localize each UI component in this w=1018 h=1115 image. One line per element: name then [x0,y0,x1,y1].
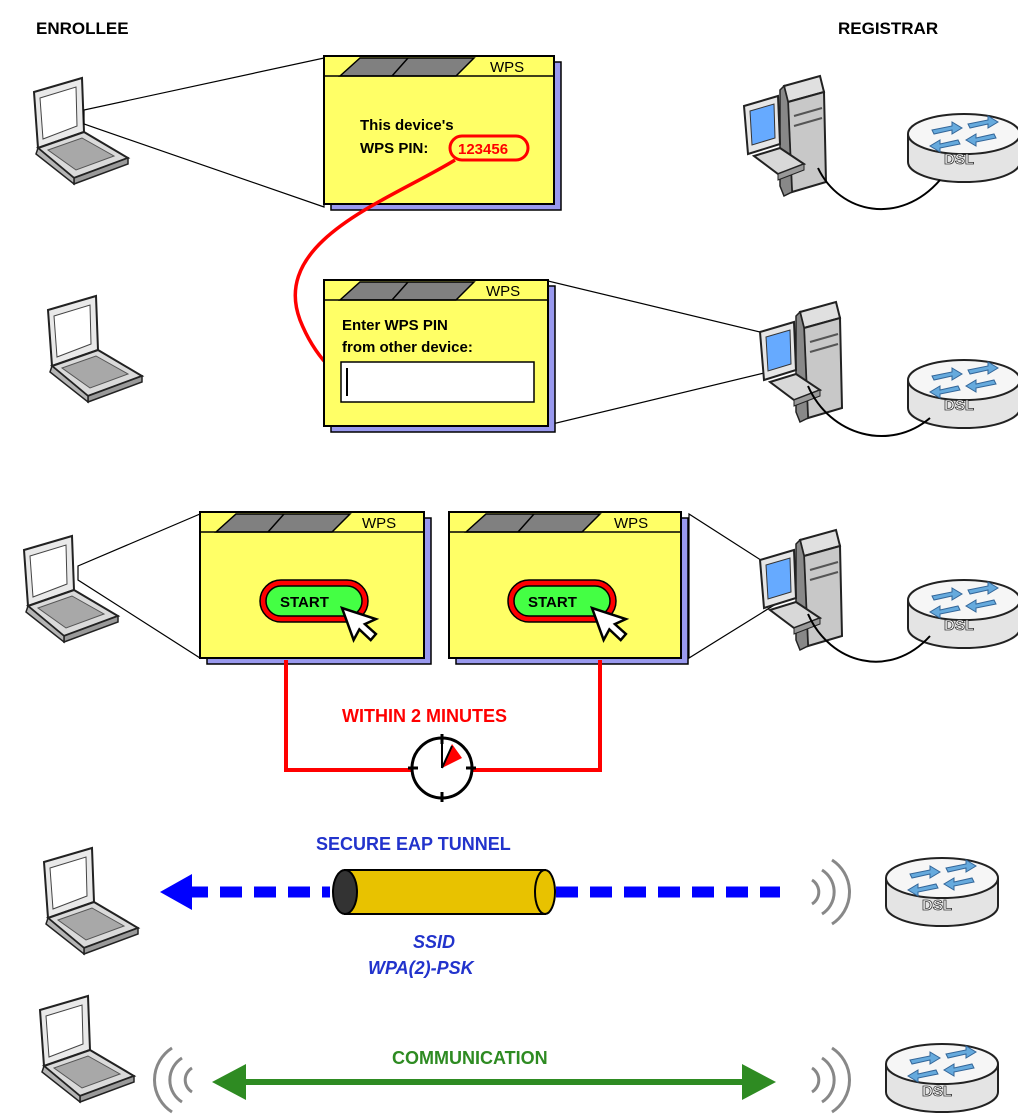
wifi-waves-icon [152,1046,194,1114]
enrollee-laptop-icon [23,535,119,643]
wifi-waves-icon [810,1046,852,1114]
registrar-router-icon [907,113,1018,183]
enrollee-laptop-icon [39,995,135,1103]
pin-highlight [448,134,530,162]
enrollee-window-title: WPS [362,515,396,532]
registrar-computer-icon [759,529,843,651]
registrar-router-icon [885,857,999,927]
enter-pin-line1: Enter WPS PIN [342,317,448,334]
pin-window-line2: WPS PIN: [360,140,428,157]
wifi-waves-icon [810,858,852,926]
enrollee-header: ENROLLEE [36,19,129,38]
registrar-start-window: WPS START [448,511,689,665]
registrar-router-icon [907,359,1018,429]
pin-value: 123456 [458,141,508,158]
enrollee-laptop-icon [33,77,129,185]
pin-entry-field[interactable] [340,361,535,403]
router-label: DSL [922,1083,952,1100]
communication-arrowhead-right [742,1064,776,1100]
communication-arrowhead-left [212,1064,246,1100]
router-label: DSL [944,151,974,168]
registrar-window-title: WPS [614,515,648,532]
registrar-start-button[interactable]: START [507,579,617,623]
communication-label: COMMUNICATION [392,1048,548,1068]
pin-window: WPS This device's WPS PIN: 123456 [323,55,562,211]
pin-window-title: WPS [490,59,524,76]
zoom-lines [77,513,201,660]
router-label: DSL [944,617,974,634]
zoom-lines [83,57,325,208]
enrollee-laptop-icon [43,847,139,955]
enrollee-start-label: START [280,594,329,611]
enrollee-start-button[interactable]: START [259,579,369,623]
registrar-header: REGISTRAR [838,19,938,38]
pin-window-line1: This device's [360,117,454,134]
router-label: DSL [922,897,952,914]
tunnel-arrowhead [160,874,192,910]
enrollee-laptop-icon [47,295,143,403]
tunnel-ssid: SSID [413,932,455,952]
tunnel-label: SECURE EAP TUNNEL [316,834,511,854]
router-label: DSL [944,397,974,414]
tunnel-security: WPA(2)-PSK [368,958,476,978]
enter-pin-line2: from other device: [342,339,473,356]
registrar-router-icon [907,579,1018,649]
network-cable [817,167,941,211]
enrollee-start-window: WPS START [199,511,432,665]
enter-pin-window-title: WPS [486,283,520,300]
eap-tunnel-tube [332,869,556,915]
registrar-computer-icon [743,75,827,197]
enter-pin-window: WPS Enter WPS PIN from other device: [323,279,556,433]
network-cable [807,613,931,663]
registrar-start-label: START [528,594,577,611]
registrar-router-icon [885,1043,999,1113]
registrar-computer-icon [759,301,843,423]
clock-icon [408,734,476,802]
within-label: WITHIN 2 MINUTES [342,706,507,726]
network-cable [807,385,931,438]
